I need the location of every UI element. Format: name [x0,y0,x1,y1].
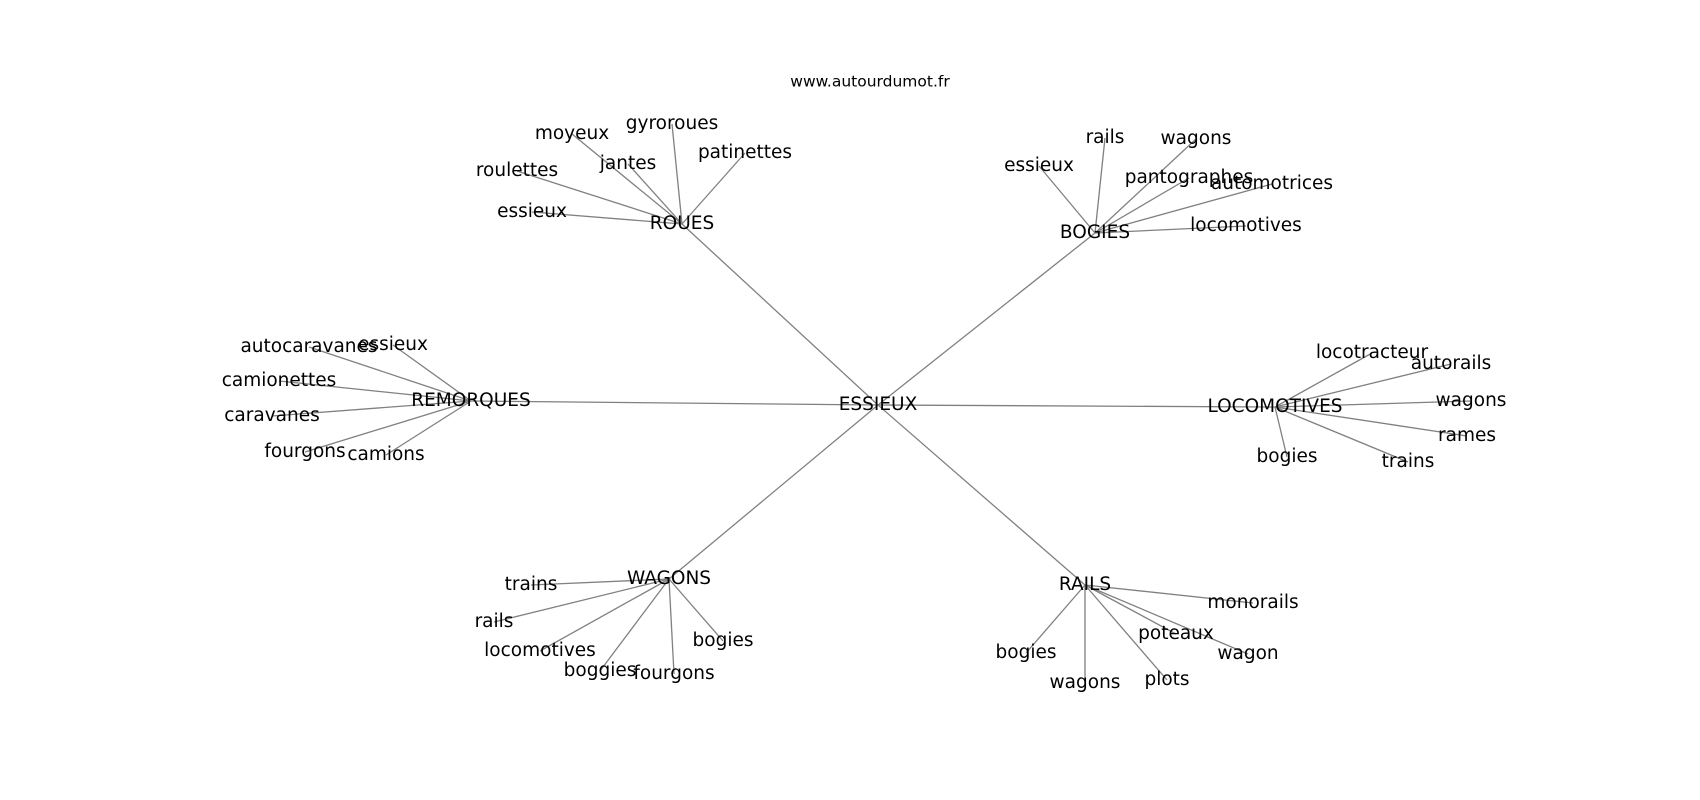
leaf-node-label: rames [1438,425,1496,446]
hub-node-label: ROUES [650,213,714,234]
leaf-node-label: gyroroues [626,113,718,134]
edge-rails-plots [1084,584,1168,681]
edge-bogies-pantographes [1094,177,1190,234]
edge-locomotives-wagons [1274,400,1472,408]
edge-wagons-trains [530,578,670,586]
leaf-node-label: essieux [1004,155,1074,176]
leaf-node-label: locotracteur [1316,342,1429,363]
leaf-node-label: monorails [1207,592,1298,613]
leaf-node-label: autorails [1411,353,1492,374]
site-url: www.autourdumot.fr [790,73,950,91]
leaf-node-label: patinettes [698,142,792,163]
edge-bogies-automotrices [1094,183,1273,234]
leaf-node-label: poteaux [1138,623,1214,644]
leaf-node-label: camionettes [222,370,337,391]
edge-bogies-rails [1094,137,1106,234]
leaf-node-label: bogies [693,630,754,651]
edge-locomotives-rames [1274,406,1468,437]
leaf-node-label: trains [1382,451,1435,472]
leaf-node-label: rails [475,611,514,632]
edge-center-wagons [668,404,879,580]
edge-rails-monorails [1084,584,1254,604]
edge-center-bogies [877,232,1096,406]
edge-rails-bogies [1025,584,1086,654]
edge-remorques-autocaravanes [308,346,472,402]
edges [271,123,1472,683]
leaf-node-label: camions [347,444,424,465]
leaf-node-label: automotrices [1211,173,1333,194]
leaf-node-label: wagons [1436,390,1507,411]
center-node-label: ESSIEUX [839,394,918,415]
edge-bogies-locomotives [1094,225,1247,234]
leaf-node-label: fourgons [633,663,714,684]
edge-locomotives-locotracteur [1274,352,1373,408]
leaf-node-label: caravanes [224,405,319,426]
edge-rails-poteaux [1084,584,1177,635]
hub-node-label: BOGIES [1060,222,1130,243]
edge-remorques-caravanes [271,400,472,417]
leaf-node-label: bogies [996,642,1057,663]
leaf-node-label: pantographes [1125,167,1254,188]
edge-roues-jantes [627,163,683,225]
edge-roues-essieux [531,211,683,225]
edge-wagons-fourgons [668,578,675,675]
edge-locomotives-trains [1274,406,1409,463]
edge-center-roues [681,223,879,406]
leaf-node-label: rails [1086,127,1125,148]
edge-locomotives-bogies [1274,406,1288,458]
edge-remorques-camions [385,400,472,456]
edge-locomotives-autorails [1274,363,1452,408]
leaf-node-label: essieux [497,201,567,222]
edge-rails-wagon [1084,584,1249,655]
edge-wagons-boggies [599,578,670,672]
hub-node-label: WAGONS [627,568,711,589]
edge-roues-patinettes [681,152,746,225]
edge-roues-gyroroues [671,123,683,225]
leaf-node-label: plots [1144,669,1189,690]
hub-node-label: LOCOMOTIVES [1207,396,1342,417]
leaf-node-label: moyeux [535,123,609,144]
edge-remorques-essieux [392,344,472,402]
leaf-node-label: locomotives [484,640,596,661]
edge-remorques-camionettes [278,380,472,402]
leaf-node-label: roulettes [476,160,558,181]
edge-center-remorques [470,400,879,406]
leaf-node-label: wagon [1217,643,1278,664]
edge-wagons-rails [493,578,670,623]
edge-bogies-wagons [1094,138,1197,234]
leaf-node-label: locomotives [1190,215,1302,236]
leaf-node-label: trains [505,574,558,595]
leaf-node-label: jantes [599,153,656,174]
edge-roues-roulettes [516,170,683,225]
edge-wagons-locomotives [539,578,670,652]
node-labels: ESSIEUX moyeux gyroroues patinettes jantes r… [222,113,1507,693]
edge-center-rails [877,404,1086,586]
edge-remorques-fourgons [304,400,472,453]
leaf-node-label: essieux [358,334,428,355]
leaf-node-label: wagons [1050,672,1121,693]
leaf-node-label: fourgons [264,441,345,462]
leaf-node-label: bogies [1257,446,1318,467]
edge-wagons-bogies [668,578,724,642]
hub-node-label: REMORQUES [411,390,530,411]
leaf-node-label: boggies [564,660,637,681]
edge-bogies-essieux [1038,165,1096,234]
edge-roues-moyeux [571,133,683,225]
hub-node-label: RAILS [1059,574,1111,595]
edge-center-locomotives [877,404,1276,408]
leaf-node-label: wagons [1161,128,1232,149]
leaf-node-label: autocaravanes [240,336,377,357]
